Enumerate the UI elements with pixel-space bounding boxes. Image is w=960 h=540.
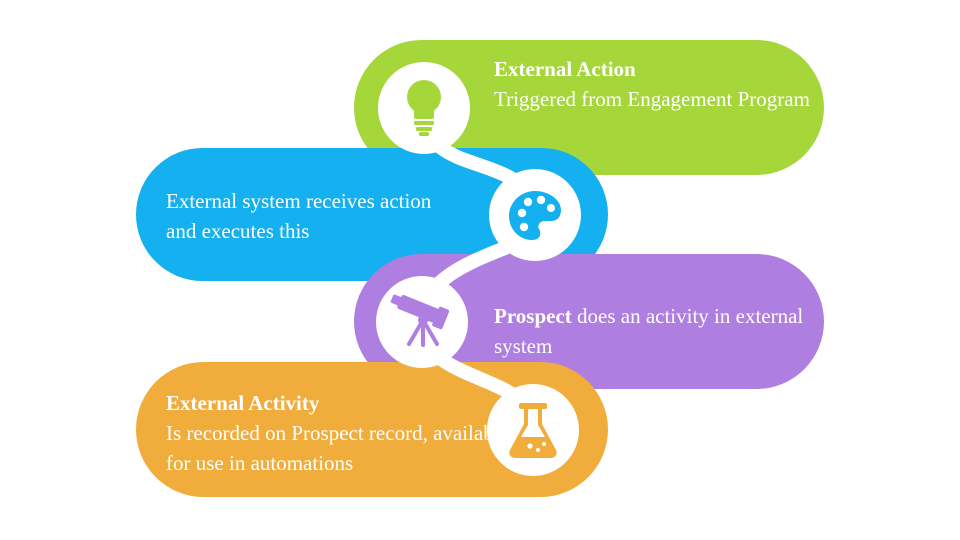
step-4-text: External Activity Is recorded on Prospec… [166,388,516,478]
step-1-pill [354,40,824,175]
step-3-bold-lead: Prospect [494,304,572,328]
connector-path [412,103,545,455]
flask-icon [509,403,557,458]
step-4-title: External Activity [166,391,320,415]
step-4-pill [136,362,608,497]
step-3-text: Prospect does an activity in external sy… [494,301,814,361]
step-3-description: does an activity in external system [494,304,804,358]
lightbulb-icon [407,80,441,136]
step-4-description: Is recorded on Prospect record, availabl… [166,421,509,475]
palette-icon [509,191,561,240]
step-1-title: External Action [494,57,636,81]
step-3-pill [354,254,824,389]
step-1-description: Triggered from Engagement Program [494,87,810,111]
telescope-icon [390,294,450,347]
step-2-description: External system receives action and exec… [166,189,432,243]
step-2-text: External system receives action and exec… [166,186,466,246]
step-1-text: External Action Triggered from Engagemen… [494,54,814,114]
